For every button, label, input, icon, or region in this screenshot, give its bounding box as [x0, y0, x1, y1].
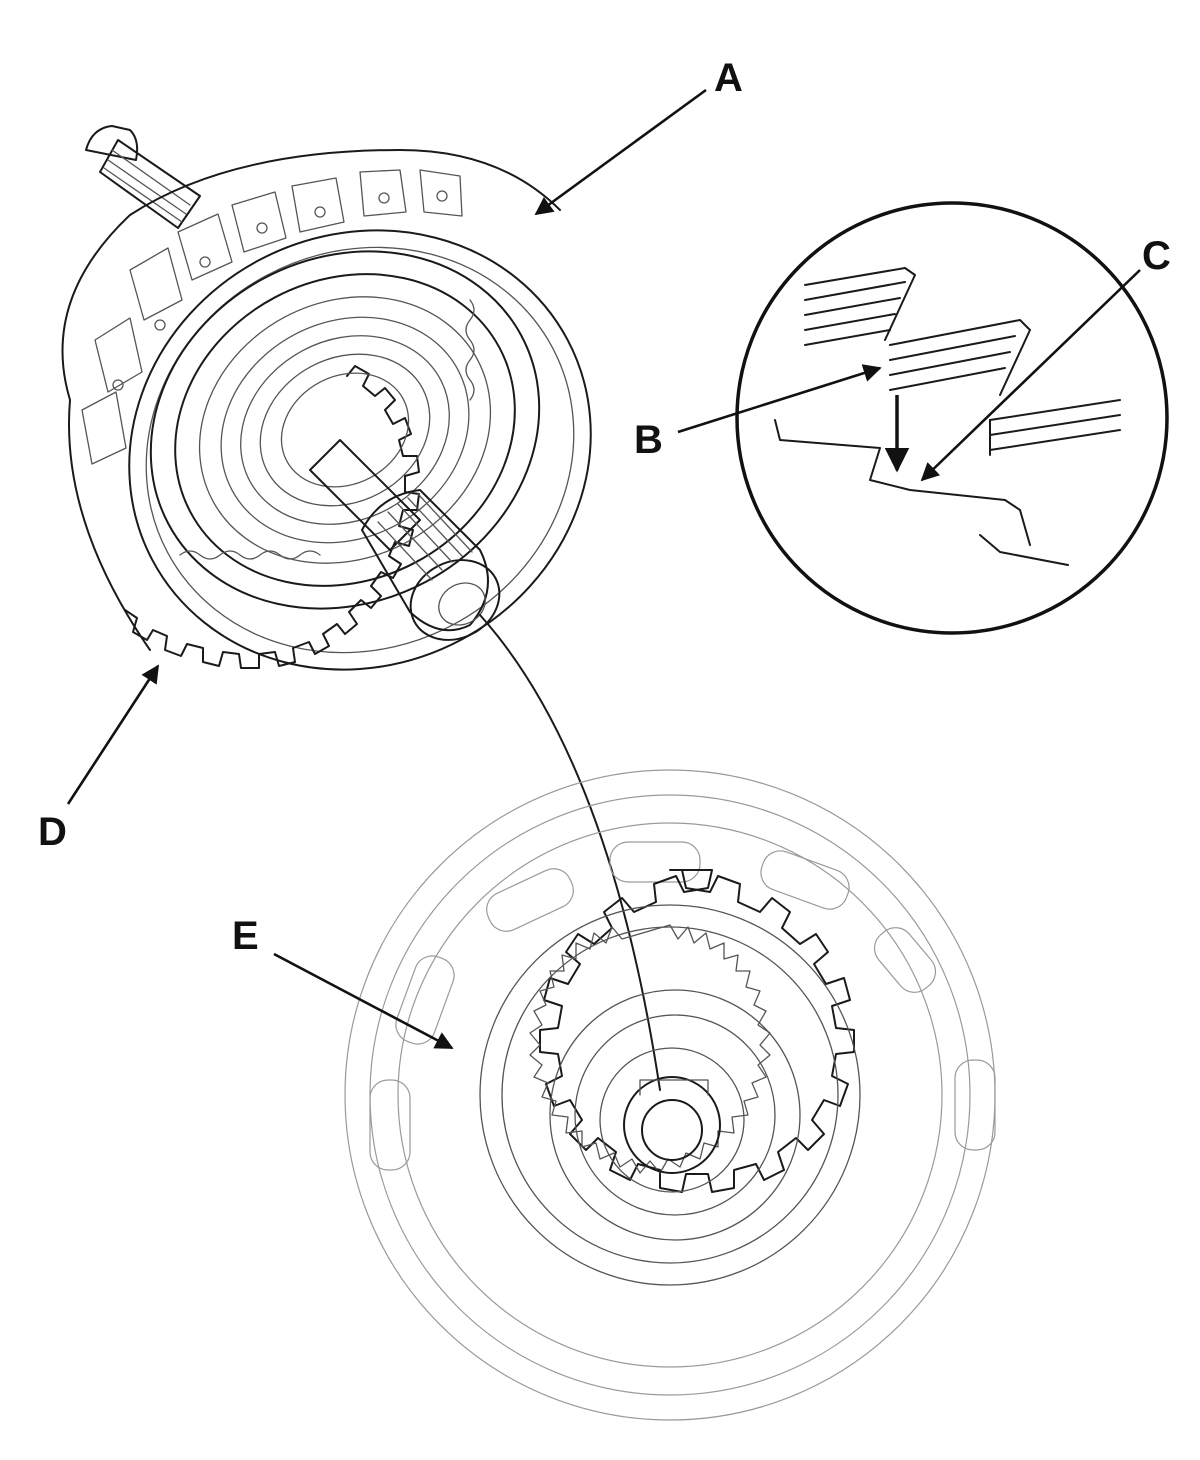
detail-circle — [735, 201, 1169, 635]
callout-c: C — [1142, 234, 1171, 278]
callout-d: D — [38, 810, 67, 854]
leader-c — [920, 269, 1141, 482]
callout-a: A — [714, 56, 743, 100]
outer-spline-ring — [539, 869, 855, 1193]
splined-hub — [309, 439, 501, 641]
clutch-drum-shell — [61, 149, 592, 671]
callout-b: B — [634, 418, 663, 462]
leader-d — [66, 664, 160, 805]
alignment-line — [479, 614, 661, 1091]
inner-gear — [479, 904, 861, 1286]
leader-a — [534, 88, 707, 216]
detail-housing-steps — [774, 419, 1069, 566]
input-shaft — [85, 125, 201, 229]
leader-lines — [66, 88, 1141, 1050]
leader-e — [273, 952, 454, 1050]
housing-lugs — [369, 841, 996, 1171]
detail-view — [735, 201, 1169, 635]
clutch-drum-assembly — [61, 125, 592, 671]
detail-plates — [804, 267, 1121, 456]
clutch-plate-teeth — [124, 365, 420, 669]
callout-e: E — [232, 914, 259, 958]
piston-rings — [149, 250, 541, 610]
center-hub — [549, 989, 801, 1241]
leader-b — [677, 364, 882, 434]
clutch-housing-gear — [344, 769, 996, 1421]
drum-slots — [81, 169, 463, 465]
